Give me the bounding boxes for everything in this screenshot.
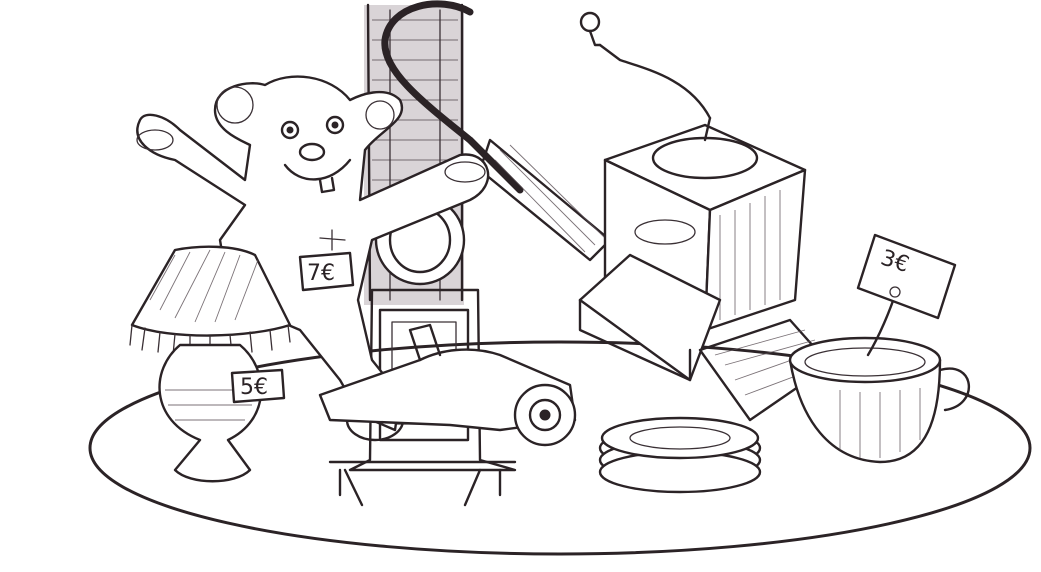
plate-stack xyxy=(598,416,762,494)
round-table xyxy=(88,340,1032,556)
toy-car xyxy=(318,323,577,447)
lamp-price-text: 5€ xyxy=(240,375,268,400)
lamp-price-tag: 5€ xyxy=(230,368,286,404)
chamber-pot xyxy=(788,336,971,464)
pot-price-tag: 3€ xyxy=(856,233,957,357)
coffee-grinder xyxy=(578,11,832,422)
teddy-price-tag: 7€ xyxy=(298,251,355,292)
cane xyxy=(381,0,612,262)
teddy-price-text: 7€ xyxy=(307,261,335,286)
